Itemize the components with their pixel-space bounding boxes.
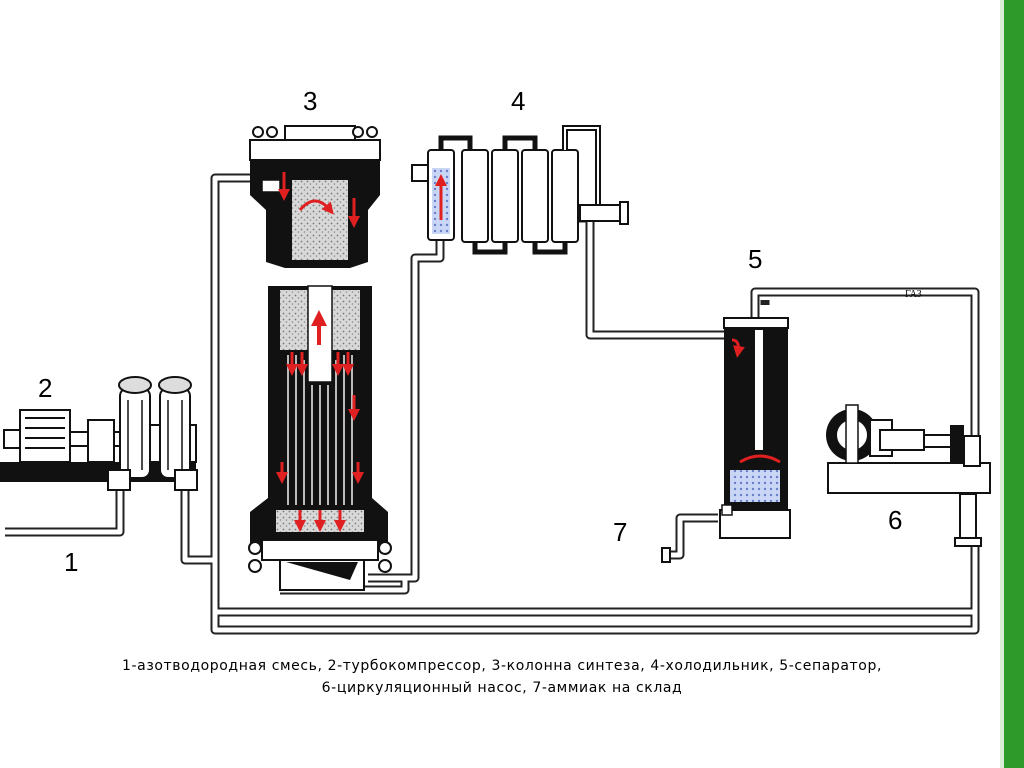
label-7: 7: [613, 517, 628, 547]
turbocompressor: [0, 376, 198, 491]
ammonia-outlet: [661, 547, 671, 563]
synthesis-column: [248, 125, 392, 591]
label-5: 5: [748, 244, 763, 274]
diagram-caption: 1-азотводородная смесь, 2-турбокомпрессо…: [0, 655, 1004, 699]
cooler: [411, 125, 629, 255]
gas-label: ГАЗ: [905, 289, 922, 300]
slide-accent-bar: [1004, 0, 1024, 768]
circulation-pump: [826, 404, 991, 547]
caption-line-2: 6-циркуляционный насос, 7-аммиак на скла…: [321, 680, 683, 696]
label-6: 6: [888, 505, 903, 535]
caption-line-1: 1-азотводородная смесь, 2-турбокомпрессо…: [122, 658, 882, 674]
label-4: 4: [511, 86, 526, 116]
slide-edge-strip: [1000, 0, 1004, 768]
label-1: 1: [64, 547, 79, 577]
separator: [719, 317, 791, 539]
label-3: 3: [303, 86, 318, 116]
label-2: 2: [38, 373, 53, 403]
